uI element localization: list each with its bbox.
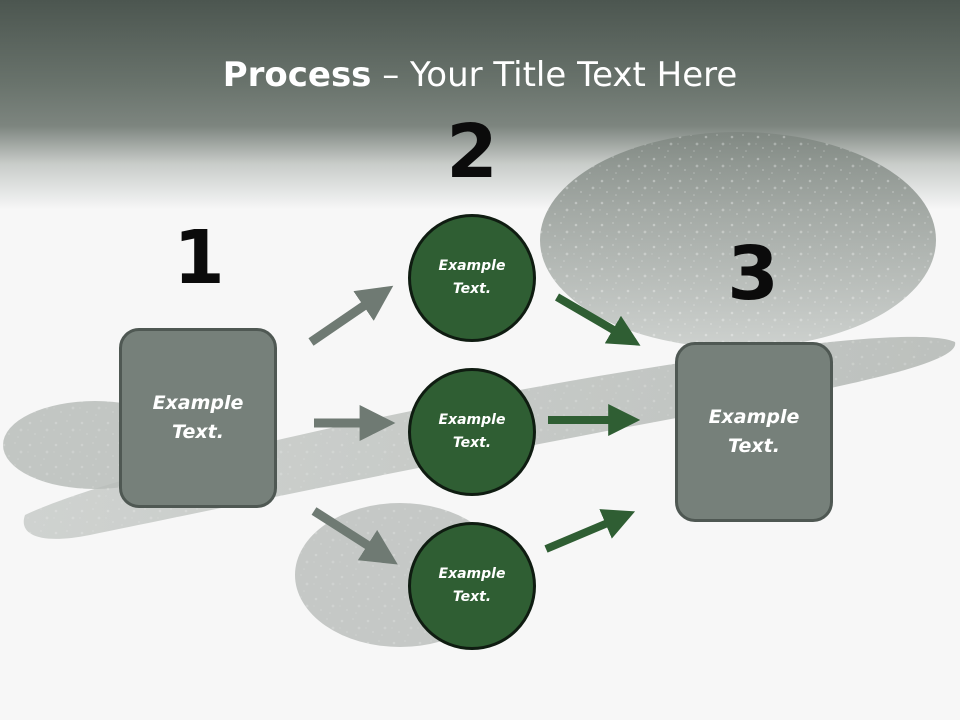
- step-number-1: 1: [173, 215, 225, 301]
- circle-step-2c-text: Example Text.: [438, 566, 506, 605]
- arrow-left-to-bottom: [311, 507, 398, 565]
- title-bold: Process: [222, 55, 372, 95]
- box-step-1-text: Example Text.: [152, 392, 244, 443]
- arrow-left-to-top: [308, 285, 394, 346]
- arrow-bottom-to-right: [544, 509, 636, 553]
- box-step-3-text: Example Text.: [708, 406, 800, 457]
- stone-large: [540, 132, 936, 348]
- arrow-top-to-right: [554, 293, 641, 346]
- box-step-3: Example Text.: [675, 342, 833, 522]
- circle-step-2c: Example Text.: [408, 522, 536, 650]
- step-number-2: 2: [446, 109, 498, 195]
- circle-step-2a: Example Text.: [408, 214, 536, 342]
- circle-step-2a-text: Example Text.: [438, 258, 506, 297]
- circle-step-2b-text: Example Text.: [438, 412, 506, 451]
- box-step-1: Example Text.: [119, 328, 277, 508]
- title-rest: – Your Title Text Here: [371, 55, 738, 95]
- step-number-3: 3: [727, 231, 779, 317]
- slide-title: Process – Your Title Text Here: [0, 52, 960, 98]
- circle-step-2b: Example Text.: [408, 368, 536, 496]
